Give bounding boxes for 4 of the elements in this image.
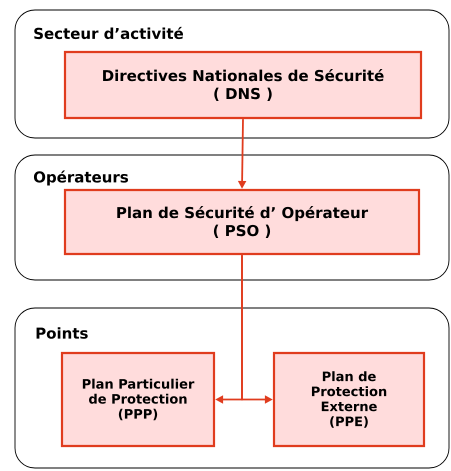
plan-box: Plan de Protection Externe (PPE): [272, 352, 426, 448]
plan-box: Plan Particulier de Protection (PPP): [60, 352, 216, 448]
plan-box: Plan de Sécurité d’ Opérateur ( PSO ): [64, 188, 420, 256]
plan-box: Directives Nationales de Sécurité ( DNS ): [64, 50, 422, 120]
